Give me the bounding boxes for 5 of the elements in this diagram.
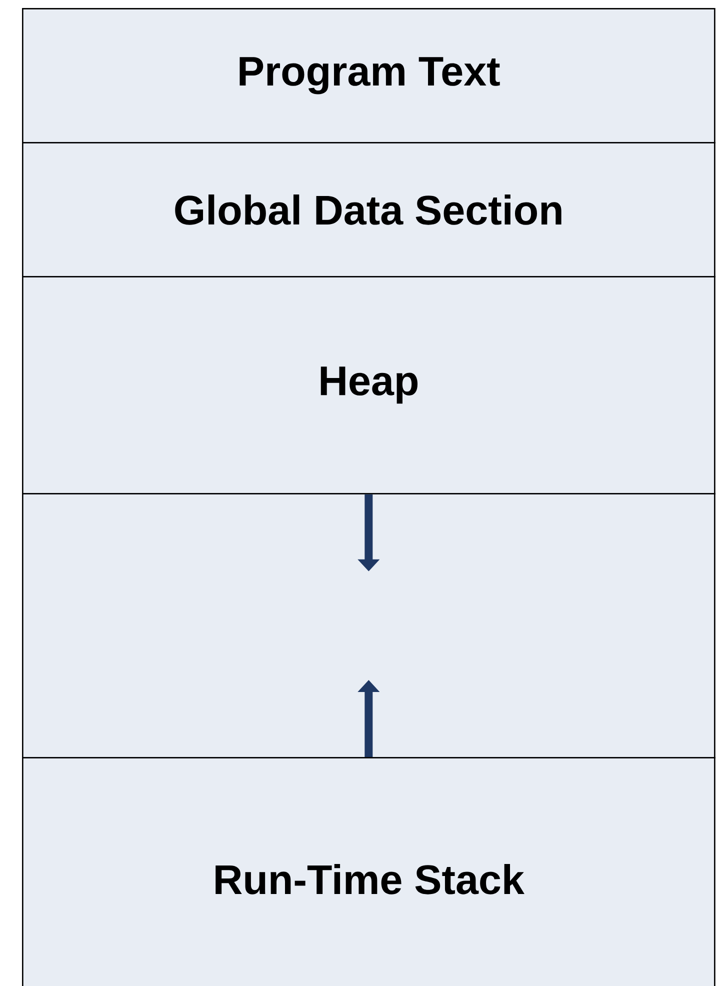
memory-segment: Heap: [22, 276, 716, 494]
free-memory-region: [22, 493, 716, 758]
memory-segment: Run-Time Stack: [22, 757, 716, 986]
memory-segment: Global Data Section: [22, 142, 716, 278]
memory-segment: Program Text: [22, 8, 716, 144]
